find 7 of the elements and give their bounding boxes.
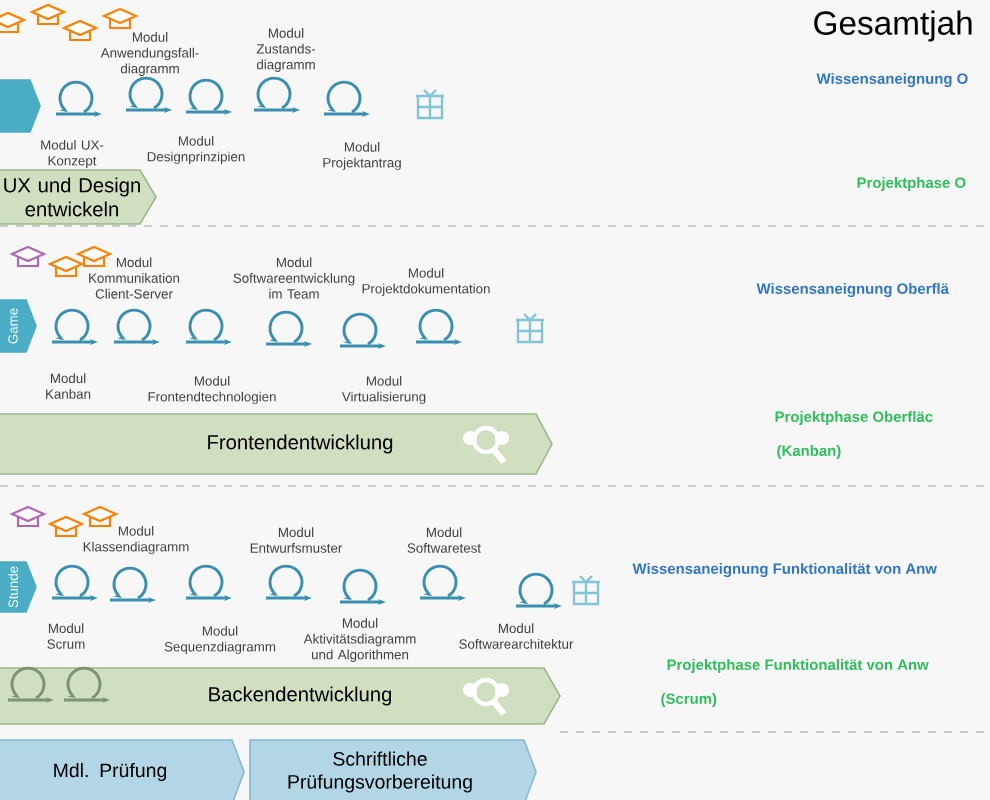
phase-bar: Frontendentwicklung [0, 413, 553, 475]
exam-bar: Schriftliche Prüfungsvorbereitung [249, 739, 537, 800]
title: Gesamtjah [814, 10, 972, 42]
side-tab [0, 79, 41, 133]
phase-bar: Backendentwicklung [0, 667, 561, 725]
phase-bar: UX und Design entwickeln [0, 169, 157, 225]
exam-bar: Mdl. Prüfung [0, 739, 245, 800]
